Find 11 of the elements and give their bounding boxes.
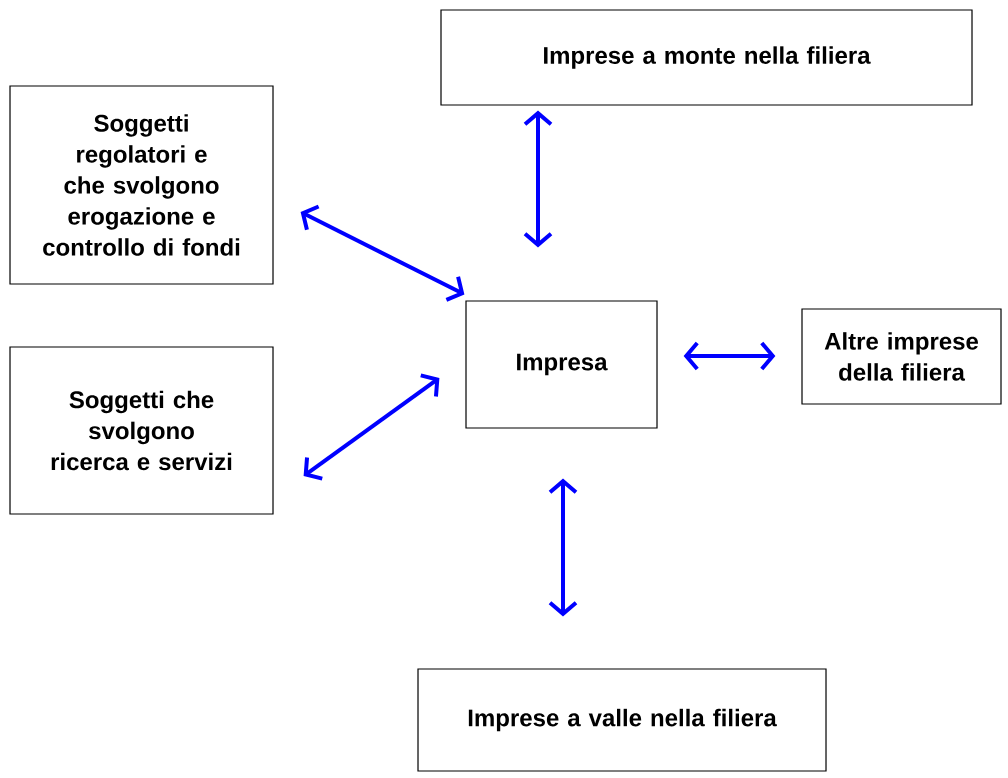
double-arrow: [300, 204, 465, 302]
double-arrow: [548, 478, 578, 617]
double-arrow: [303, 373, 440, 481]
text-box: Imprese a valle nella filiera: [417, 668, 827, 772]
text-box: Impresa: [465, 300, 658, 429]
text-box: Imprese a monte nella filiera: [440, 9, 973, 106]
double-arrow: [523, 110, 553, 248]
text-box: Altre imprese della filiera: [801, 308, 1002, 405]
text-box: Soggetti regolatori e che svolgono erogazione e controllo di fondi: [9, 85, 274, 285]
double-arrow: [683, 341, 776, 371]
text-box: Soggetti che svolgono ricerca e servizi: [9, 346, 274, 515]
